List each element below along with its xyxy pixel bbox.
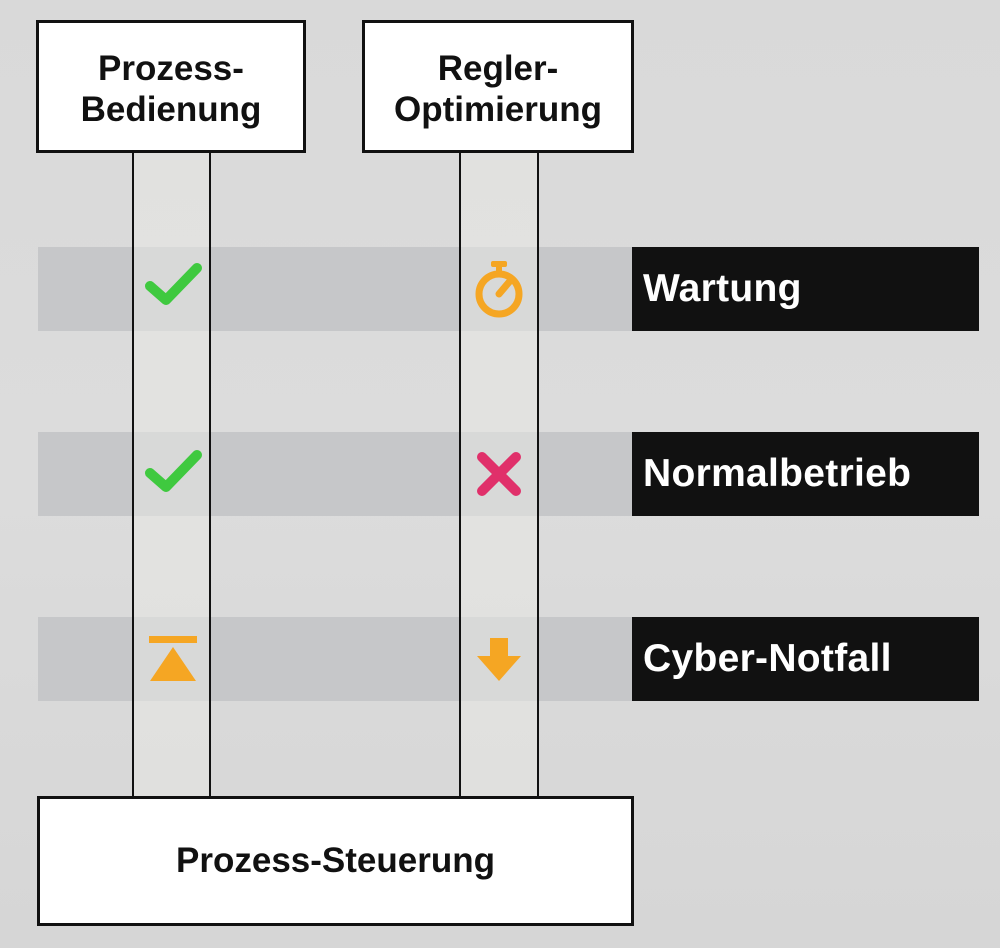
arrow-down-icon bbox=[477, 638, 521, 681]
row-band-normalbetrieb bbox=[38, 432, 632, 516]
box-regler-optimierung-line1: Regler- bbox=[437, 48, 559, 88]
row-band-cyber-notfall bbox=[38, 617, 632, 701]
state-label-cyber-notfall-text: Cyber-Notfall bbox=[643, 637, 892, 680]
row-band-wartung bbox=[38, 247, 632, 331]
state-label-cyber-notfall: Cyber-Notfall bbox=[632, 617, 979, 701]
check-icon bbox=[145, 263, 202, 305]
hourglass-icon bbox=[149, 636, 197, 681]
state-label-normalbetrieb-text: Normalbetrieb bbox=[643, 452, 912, 495]
box-prozess-steuerung: Prozess-Steuerung bbox=[37, 796, 634, 926]
check-icon bbox=[145, 450, 202, 492]
box-prozess-bedienung: Prozess- Bedienung bbox=[36, 20, 306, 153]
cross-icon bbox=[477, 452, 521, 496]
state-label-wartung-text: Wartung bbox=[643, 267, 802, 310]
box-prozess-steuerung-label: Prozess-Steuerung bbox=[176, 841, 495, 880]
box-regler-optimierung-line2: Optimierung bbox=[393, 89, 603, 129]
stopwatch-icon bbox=[475, 261, 523, 318]
box-prozess-bedienung-line1: Prozess- bbox=[98, 48, 244, 88]
box-regler-optimierung: Regler- Optimierung bbox=[362, 20, 634, 153]
state-label-wartung: Wartung bbox=[632, 247, 979, 331]
state-label-normalbetrieb: Normalbetrieb bbox=[632, 432, 979, 516]
box-prozess-bedienung-line2: Bedienung bbox=[80, 89, 262, 129]
